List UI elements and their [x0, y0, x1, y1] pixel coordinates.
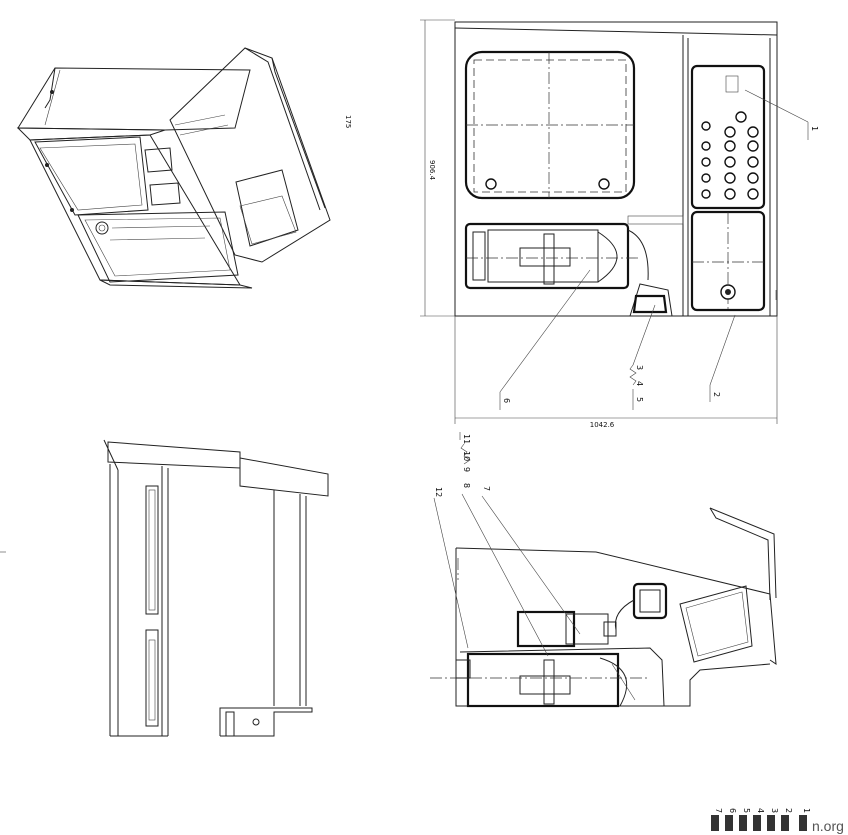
legend-number: 6 [728, 808, 737, 813]
balloon-8: 8 [462, 483, 471, 488]
balloon-6: 6 [502, 398, 511, 403]
section-view [430, 432, 777, 708]
parts-legend: 1 2 3 4 5 6 7 [711, 808, 811, 831]
legend-number: 7 [714, 808, 723, 813]
control-panel-knobs [701, 111, 759, 200]
balloon-12: 12 [434, 487, 443, 497]
front-view [420, 19, 809, 424]
legend-number: 5 [742, 808, 751, 813]
legend-number: 2 [784, 808, 793, 813]
legend-number: 3 [770, 808, 779, 813]
balloon-3: 3 [635, 365, 644, 370]
side-view [0, 439, 329, 737]
balloon-5: 5 [635, 397, 644, 402]
front-width-dimension: 1042.6 [590, 421, 615, 429]
balloon-4: 4 [635, 381, 644, 386]
watermark: n.org [812, 818, 844, 834]
front-height-dimension: 906.4 [428, 160, 436, 181]
balloon-1: 1 [810, 126, 819, 131]
isometric-view [16, 47, 331, 289]
balloon-2: 2 [712, 392, 721, 397]
balloon-10: 10 [462, 451, 471, 461]
balloon-11: 11 [462, 434, 471, 444]
legend-number: 4 [756, 808, 765, 813]
iso-height-dimension: 175 [344, 115, 352, 128]
balloon-9: 9 [462, 467, 471, 472]
balloon-7: 7 [482, 486, 491, 491]
legend-number: 1 [802, 808, 811, 813]
